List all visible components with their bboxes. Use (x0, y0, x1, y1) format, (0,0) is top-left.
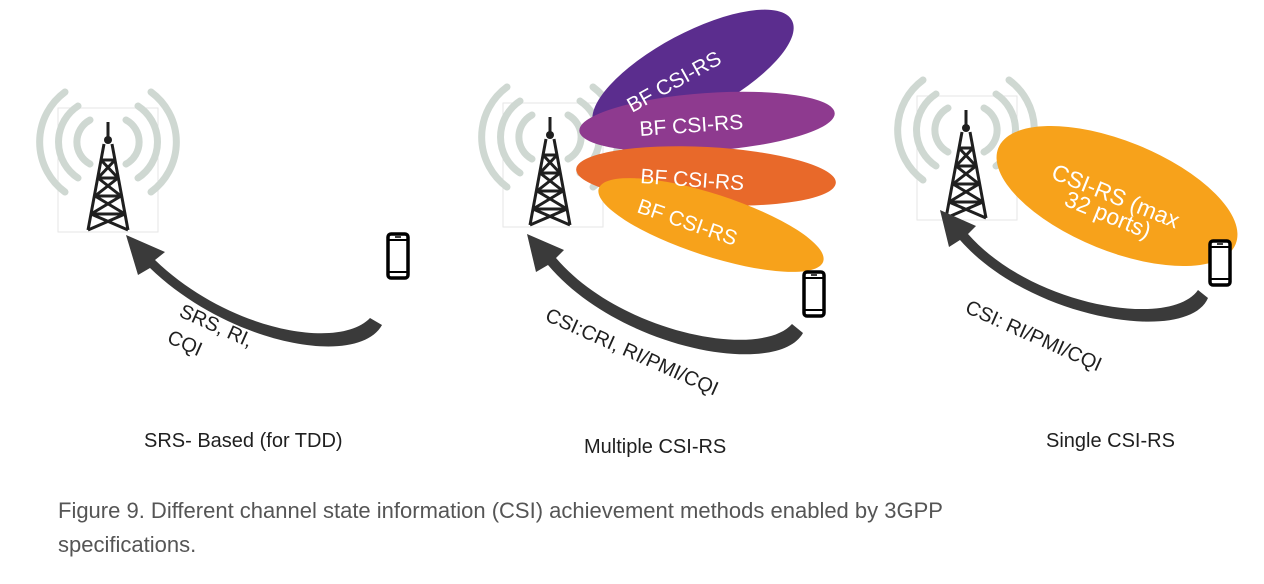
beam-shape (996, 126, 1238, 266)
panel-single-csi-rs: CSI-RS (max 32 ports) CSI: RI/PMI/CQI (898, 80, 1238, 376)
feedback-arrow (940, 210, 1208, 322)
phone-icon (802, 270, 826, 318)
beam-shape (598, 178, 824, 272)
panel-srs-based: SRS, RI, CQI (40, 92, 410, 361)
panel-title-srs-based: SRS- Based (for TDD) (144, 430, 343, 452)
panel-multiple-csi-rs: BF CSI-RS BF CSI-RS BF CSI-RS BF CSI-RS … (482, 9, 836, 401)
figure-caption-line2: specifications. (58, 532, 197, 557)
panel-title-single-csi-rs: Single CSI-RS (1046, 430, 1175, 452)
feedback-label-line2: CQI (164, 326, 205, 361)
phone-icon (386, 232, 410, 280)
feedback-arrow (527, 234, 803, 355)
beam-shape (579, 91, 835, 153)
figure-caption: Figure 9. Different channel state inform… (58, 494, 1158, 562)
panel-title-multiple-csi-rs: Multiple CSI-RS (584, 436, 727, 458)
figure-caption-line1: Figure 9. Different channel state inform… (58, 498, 943, 523)
phone-icon (1208, 239, 1232, 287)
feedback-arrow (126, 235, 382, 347)
